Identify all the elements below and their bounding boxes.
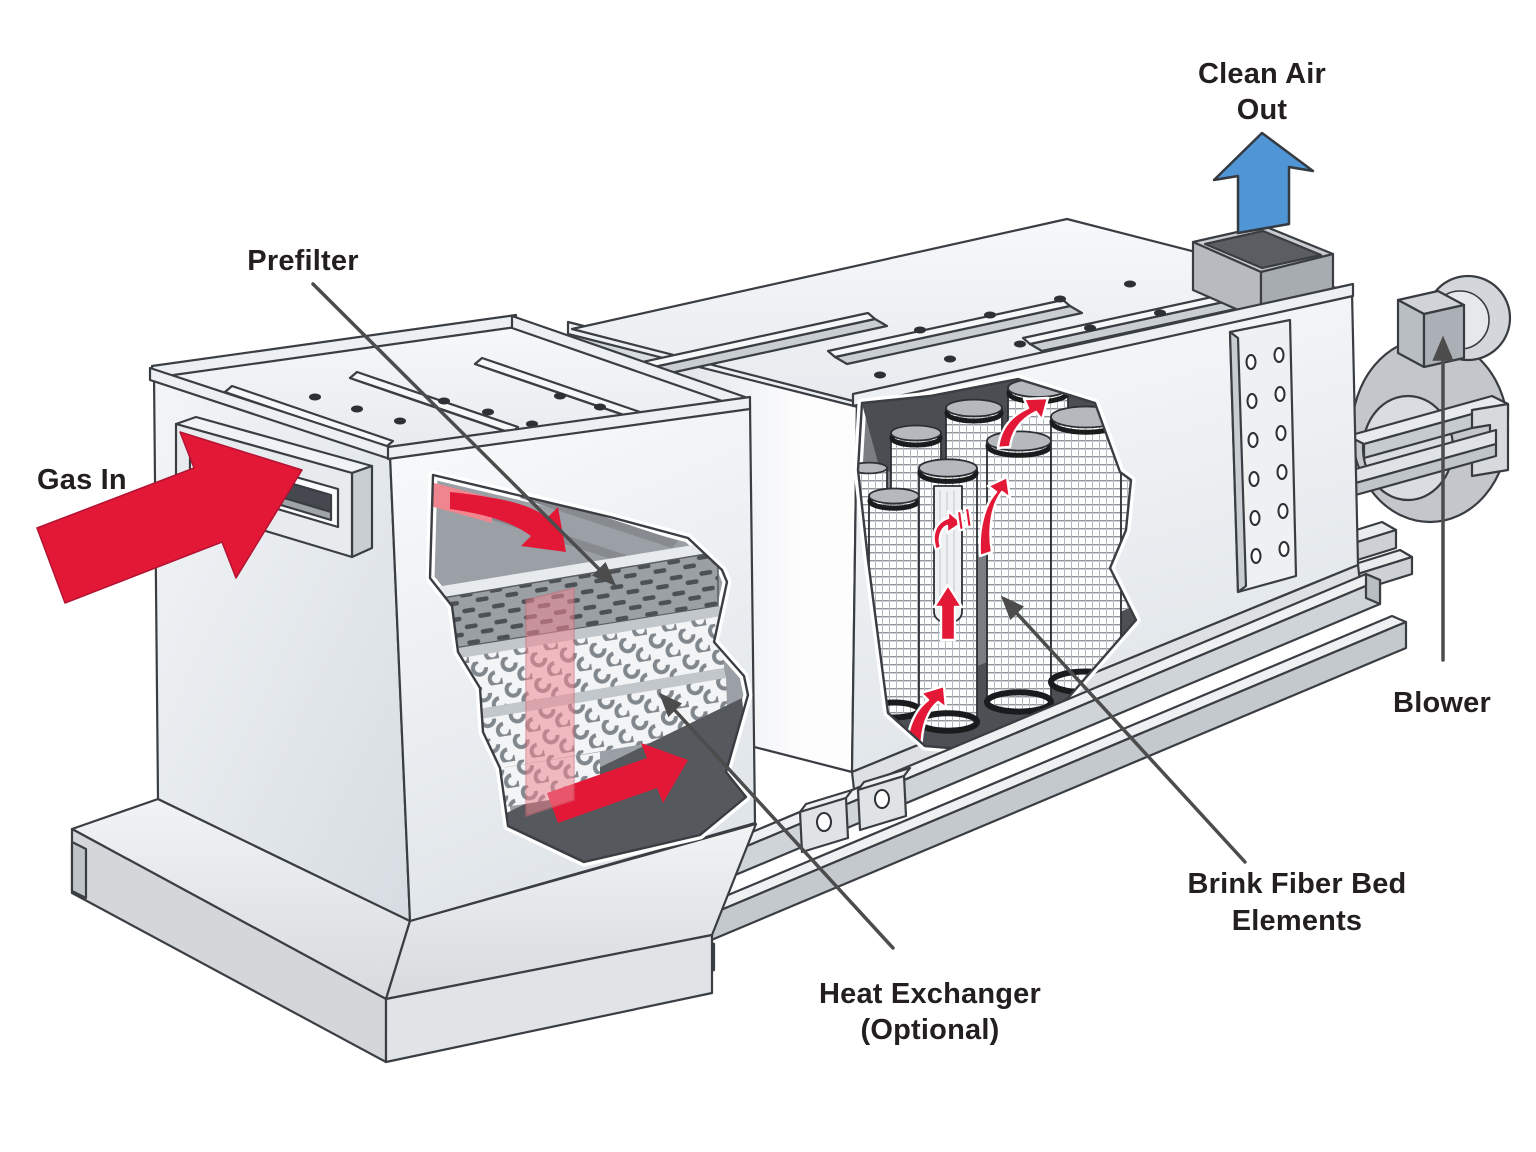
inlet-module (148, 313, 757, 923)
prefilter-cutaway (425, 470, 753, 867)
blower-assembly (1322, 274, 1512, 596)
rail-bracket-rear (856, 766, 912, 832)
flow-arrow-inner-curl (932, 509, 964, 552)
clean-air-arrow-icon (1212, 131, 1315, 235)
brink-elements-leader-line (1010, 606, 1247, 864)
heat-exchanger-coils-2 (439, 678, 728, 778)
flow-arrow-inner-up (932, 583, 964, 642)
inlet-module-base (70, 797, 758, 1064)
prefilter-leader-line (311, 282, 607, 577)
heat-exchanger-label-line2: (Optional) (861, 1014, 1000, 1046)
prefilter-label: Prefilter (247, 245, 358, 277)
brink-label-line2: Elements (1232, 905, 1363, 937)
flow-plane (525, 587, 575, 817)
brink-label-line1: Brink Fiber Bed (1188, 868, 1407, 900)
access-panel (1228, 318, 1298, 594)
leader-lines (311, 282, 1454, 950)
labels: Gas In Prefilter Clean Air Out Blower Br… (37, 58, 1491, 1046)
flow-arrow-top-exit (996, 396, 1050, 450)
flow-arrow-plenum (450, 492, 566, 552)
heat-exchanger-coils-1 (435, 616, 724, 716)
cutaway-floor (488, 698, 748, 862)
flow-arrow-floor (547, 743, 688, 823)
heat-exchanger-label-line1: Heat Exchanger (819, 978, 1041, 1010)
fiberbed-cutaway (853, 374, 1141, 757)
blower-motor-mount (1396, 289, 1466, 369)
seal-bar-2 (963, 506, 974, 529)
rail-bracket-front (798, 788, 854, 854)
blower-label: Blower (1393, 687, 1491, 719)
gas-in-label: Gas In (37, 464, 127, 496)
seal-bar-1 (955, 509, 966, 532)
heat-exchanger-leader-line (668, 703, 895, 950)
gas-in-arrow-icon (36, 431, 303, 604)
clean-air-label-line2: Out (1237, 94, 1288, 126)
flow-arrow-mid-up (978, 475, 1012, 558)
clean-air-label-line1: Clean Air (1198, 58, 1326, 90)
fiberbed-top-ribs (631, 285, 1279, 379)
